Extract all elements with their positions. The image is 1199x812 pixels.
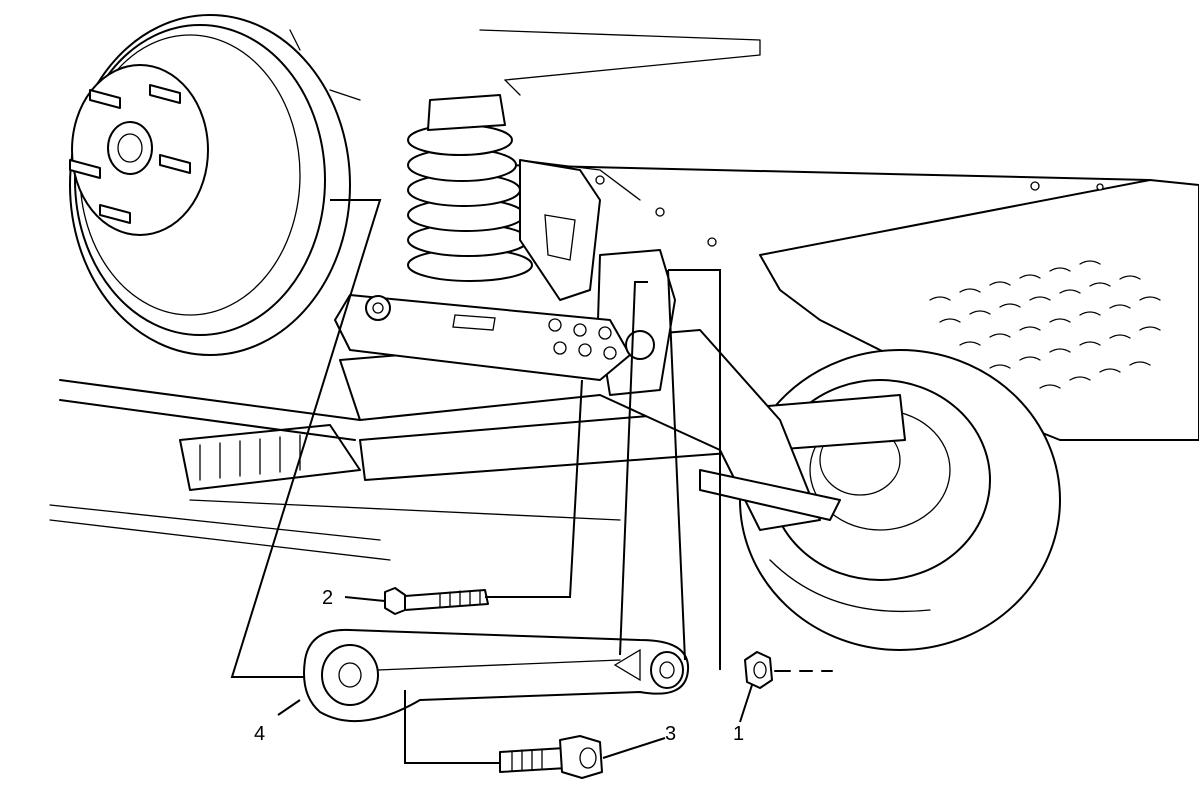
callout-3: 3 xyxy=(665,723,676,745)
vehicle-underbody xyxy=(479,29,1199,441)
bolt-2 xyxy=(384,587,489,615)
callout-1: 1 xyxy=(733,723,744,745)
leader-lines xyxy=(230,199,753,764)
bolt-3 xyxy=(499,735,603,779)
nut-1 xyxy=(744,651,833,689)
wheel-studs xyxy=(69,84,191,224)
shield-slots xyxy=(929,260,1161,389)
callout-4: 4 xyxy=(254,723,265,745)
callouts: 1 2 3 4 xyxy=(254,587,744,745)
callout-2: 2 xyxy=(322,587,333,609)
control-arm-4 xyxy=(303,628,690,723)
left-brake-rotor xyxy=(69,14,361,356)
installed-control-arm xyxy=(334,294,655,381)
rear-subframe xyxy=(49,329,841,561)
coil-spring xyxy=(407,94,533,282)
